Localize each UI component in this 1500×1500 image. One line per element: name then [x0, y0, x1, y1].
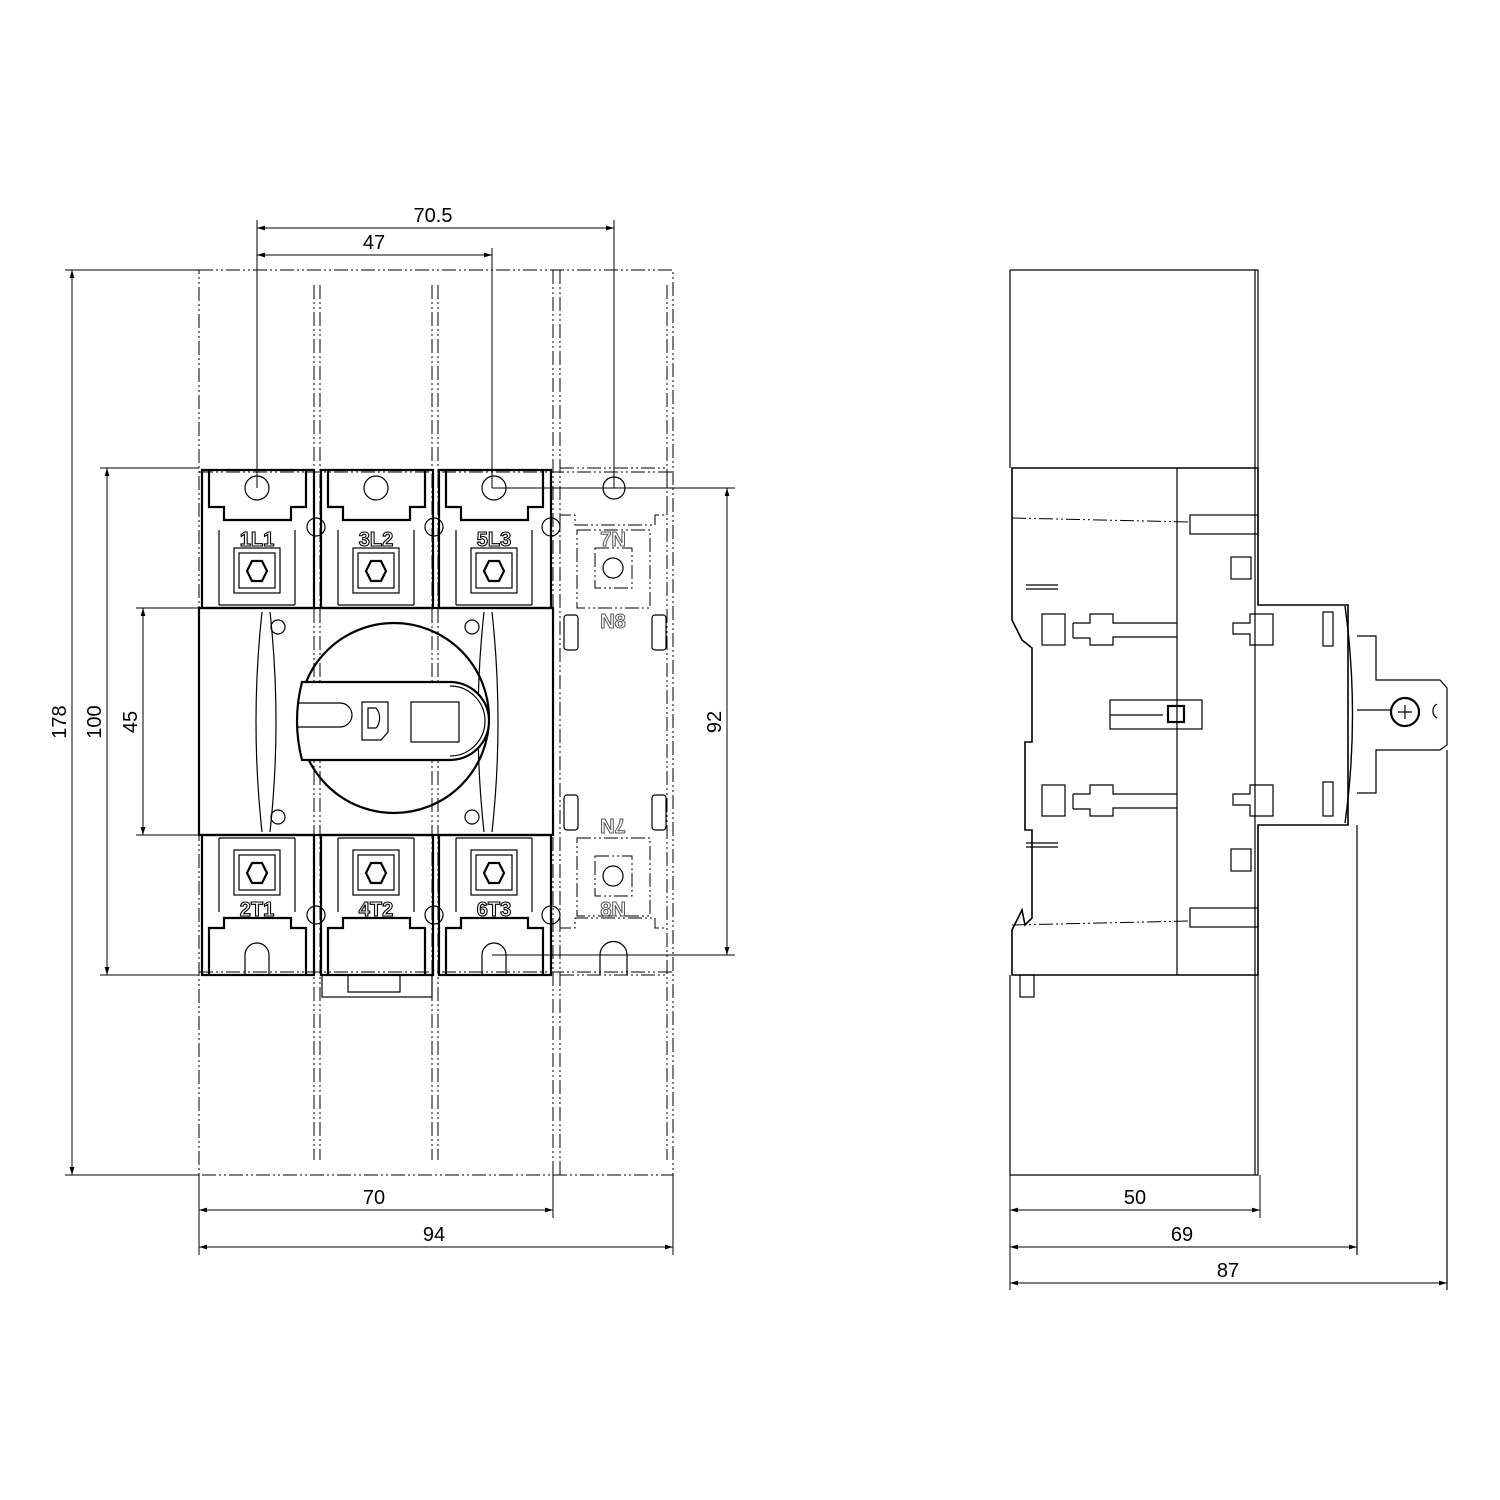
dim-87: 87	[1217, 1260, 1239, 1282]
terminal-bottom-2: 4T2	[319, 833, 435, 998]
side-view: 50 69 87	[1009, 269, 1448, 1290]
dim-100: 100	[84, 705, 106, 738]
neutral-label-8n: 8N	[600, 899, 626, 921]
bottom-terminal-row: 2T1 4T2 6T3	[200, 833, 561, 998]
terminal-label: 4T2	[359, 899, 393, 921]
dim-70: 70	[363, 1187, 385, 1209]
neutral-terminal-top: 7N N8	[560, 467, 668, 651]
hex-bolt-icon	[364, 861, 388, 885]
dim-50: 50	[1124, 1187, 1146, 1209]
fixing-hole-icon	[541, 905, 561, 925]
terminal-top-2: 3L2	[319, 468, 435, 610]
dim-94: 94	[423, 1224, 445, 1246]
neutral-label-7n: 7N	[600, 529, 626, 551]
hex-bolt-icon	[364, 559, 388, 583]
fixing-hole-icon	[424, 517, 444, 537]
terminal-label: 3L2	[359, 529, 393, 551]
front-view: 1L1 3L2 5L3 2T1 4T2 6T3 7N N8 7N 8N	[49, 205, 735, 1255]
neutral-terminal-bottom: 7N 8N	[560, 794, 668, 976]
front-dimensions: 70.5 47 178 100 45 92 70 94	[49, 205, 735, 1255]
neutral-label-7n-rotated: 7N	[600, 814, 626, 836]
hex-bolt-icon	[245, 559, 269, 583]
hex-bolt-icon	[482, 861, 506, 885]
fixing-hole-icon	[306, 905, 326, 925]
side-dimensions: 50 69 87	[1009, 1175, 1447, 1290]
dim-92: 92	[704, 711, 726, 733]
neutral-label-n8: N8	[600, 611, 626, 633]
terminal-label: 5L3	[477, 529, 511, 551]
fixing-hole-icon	[306, 517, 326, 537]
dim-45: 45	[120, 711, 142, 733]
dim-47: 47	[363, 232, 385, 254]
terminal-bottom-1: 2T1	[200, 833, 316, 977]
top-terminal-row: 1L1 3L2 5L3	[200, 468, 561, 610]
dim-178: 178	[49, 705, 71, 738]
hex-bolt-icon	[245, 861, 269, 885]
fixing-hole-icon	[541, 517, 561, 537]
side-handle[interactable]	[1344, 605, 1448, 1290]
hex-bolt-icon	[482, 559, 506, 583]
lock-square-icon	[1166, 704, 1186, 724]
terminal-top-1: 1L1	[200, 468, 316, 610]
terminal-top-3: 5L3	[437, 468, 553, 610]
terminal-label: 6T3	[477, 899, 511, 921]
lock-mark-icon	[361, 701, 389, 741]
screw-icon	[1389, 696, 1421, 728]
dim-69: 69	[1171, 1224, 1193, 1246]
mechanism-cover	[197, 606, 555, 837]
dim-70-5: 70.5	[414, 205, 453, 227]
terminal-label: 1L1	[240, 529, 274, 551]
fixing-hole-icon	[424, 905, 444, 925]
terminal-label: 2T1	[240, 899, 274, 921]
terminal-bottom-3: 6T3	[437, 833, 553, 977]
switch-handle[interactable]	[295, 680, 491, 762]
